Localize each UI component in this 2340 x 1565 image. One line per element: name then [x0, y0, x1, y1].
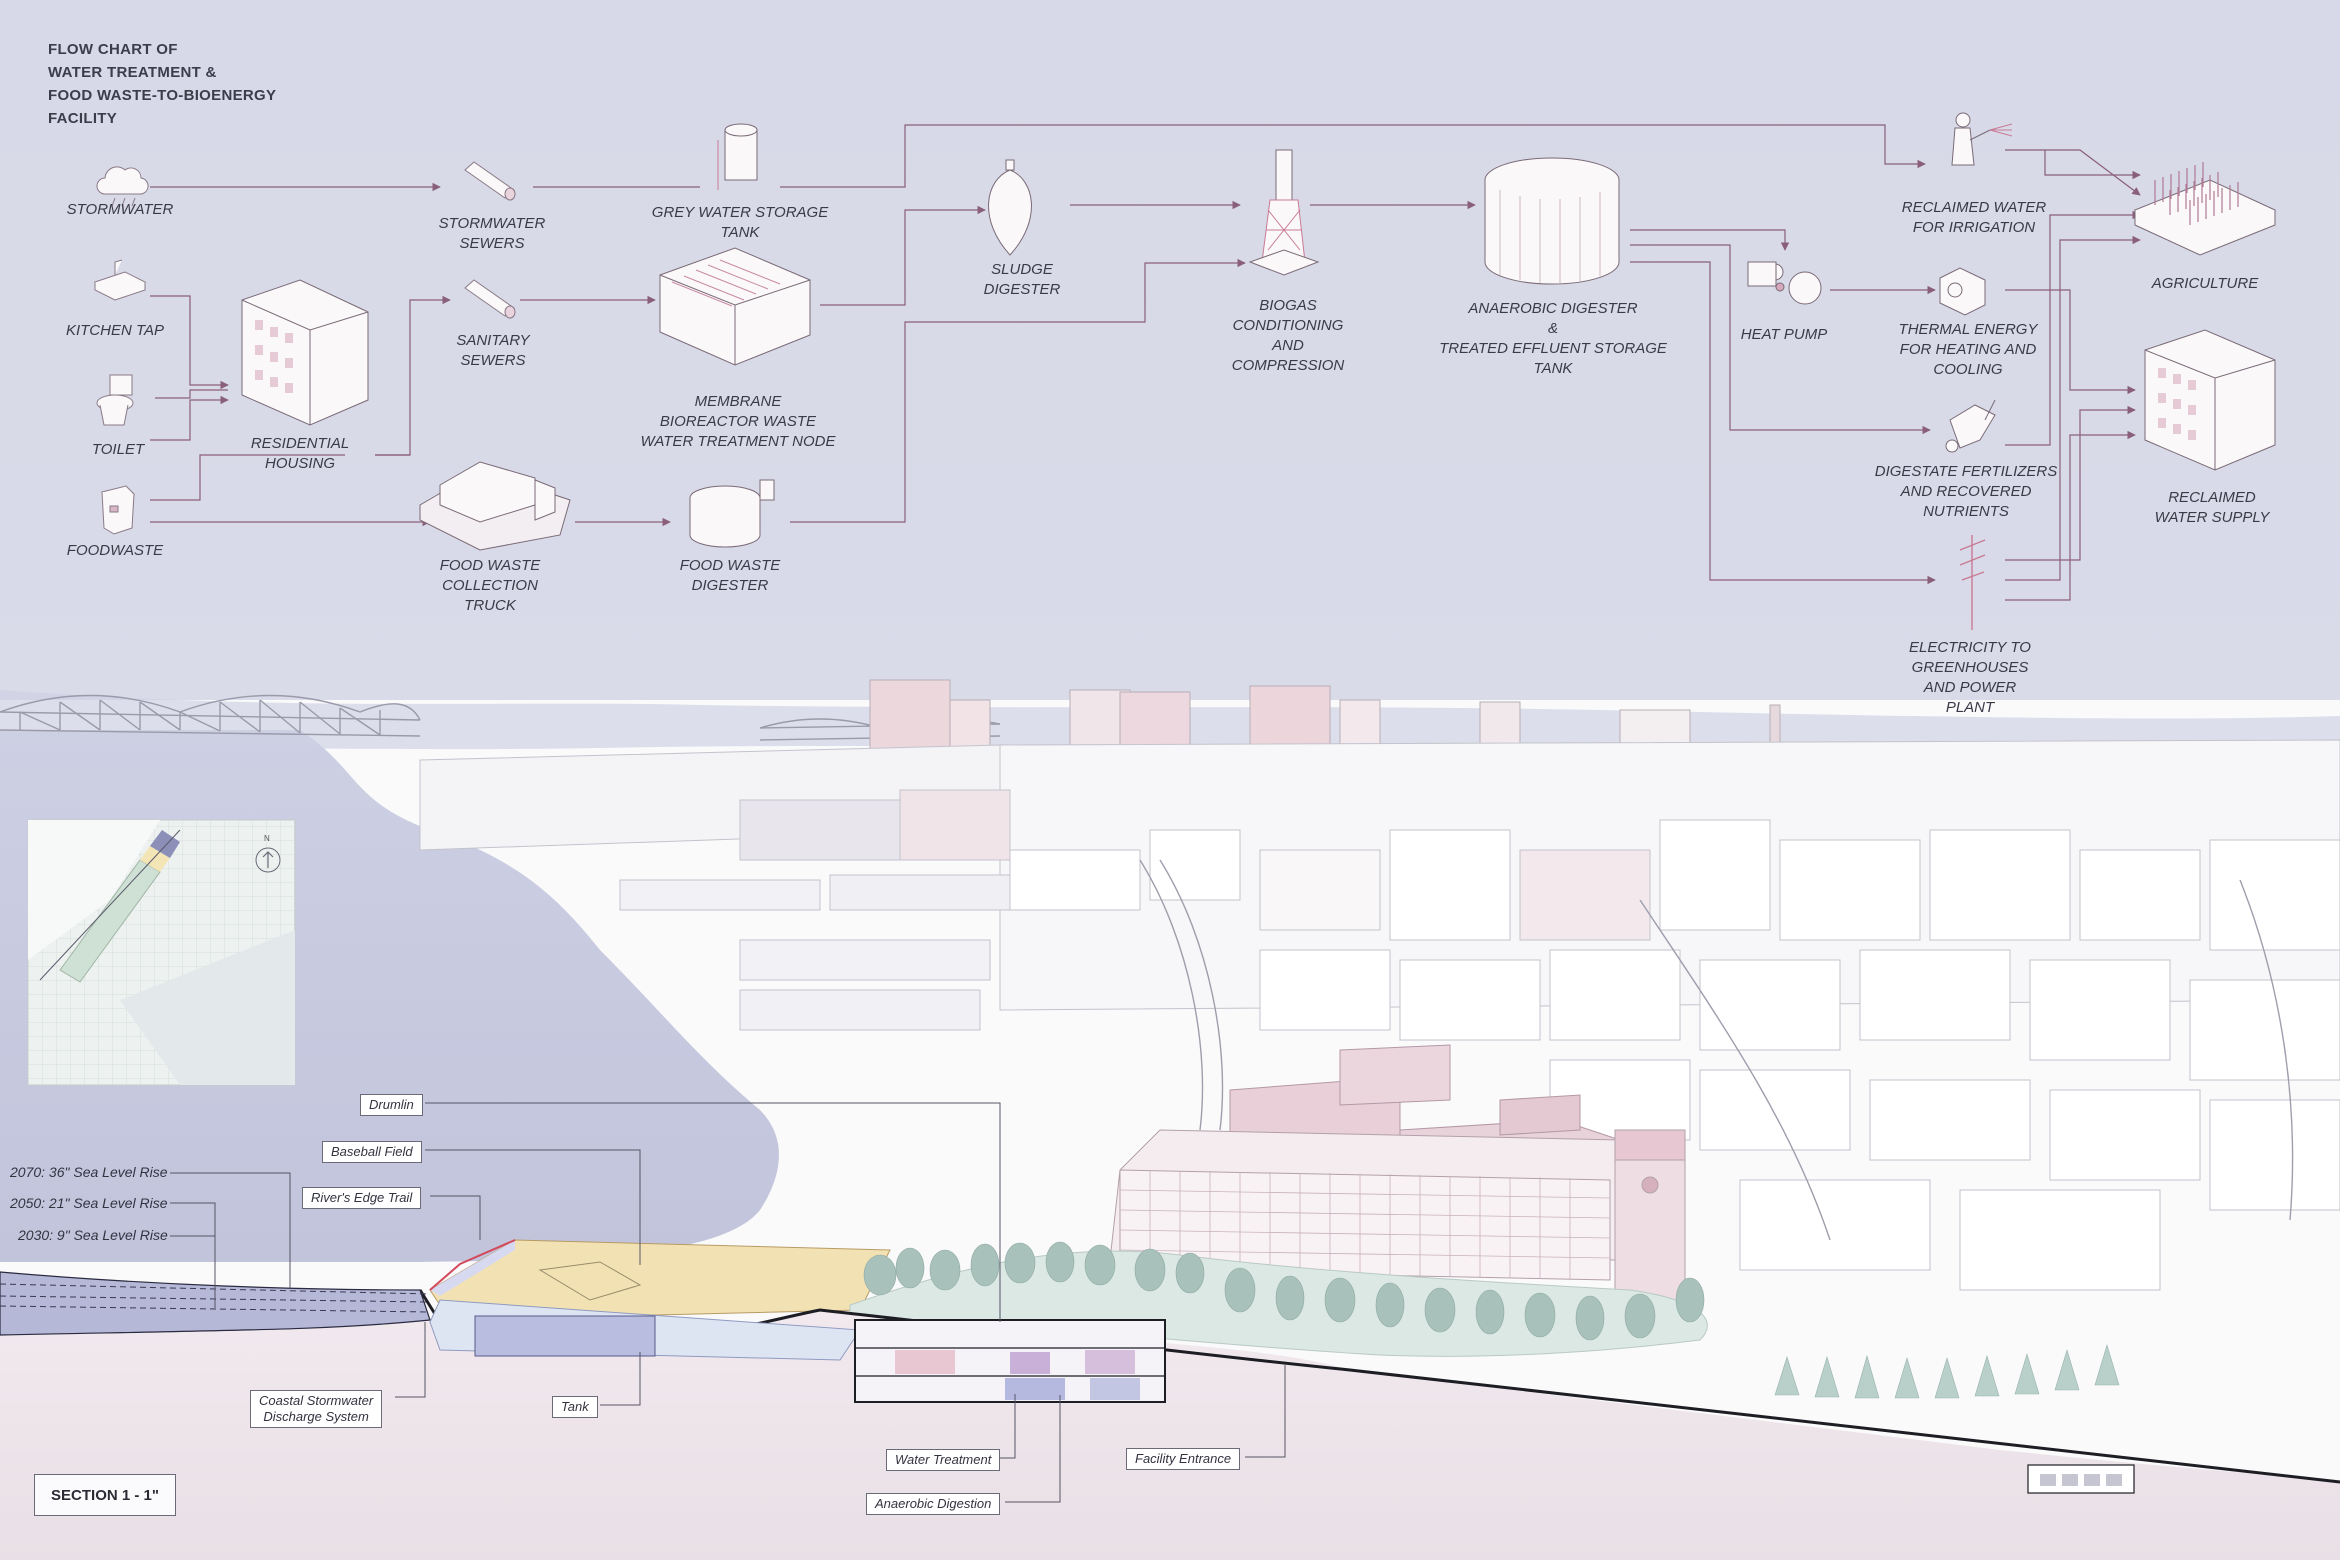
waste-bin-icon [102, 486, 134, 534]
callout-facility-entrance: Facility Entrance [1126, 1448, 1240, 1470]
diagram-title: FLOW CHART OF WATER TREATMENT & FOOD WAS… [48, 38, 276, 130]
section-label: SECTION 1 - 1" [34, 1474, 176, 1516]
callout-tank: Tank [552, 1396, 598, 1418]
label-reclaimed-irrigation: RECLAIMED WATER FOR IRRIGATION [1902, 198, 2046, 238]
label-thermal-energy: THERMAL ENERGY FOR HEATING AND COOLING [1899, 320, 2038, 380]
label-grey-water-tank: GREY WATER STORAGE TANK [652, 203, 828, 243]
label-stormwater-sewers: STORMWATER SEWERS [439, 214, 546, 254]
north-label: N [264, 834, 270, 843]
label-food-waste-digester: FOOD WASTE DIGESTER [680, 556, 781, 596]
sea-level-2050-label: 2050: 21" Sea Level Rise [10, 1195, 168, 1211]
callout-water-treatment: Water Treatment [886, 1449, 1000, 1471]
label-stormwater: STORMWATER [67, 200, 174, 220]
label-heat-pump: HEAT PUMP [1741, 325, 1827, 345]
label-reclaimed-supply: RECLAIMED WATER SUPPLY [2155, 488, 2270, 528]
title-line-3: FOOD WASTE-TO-BIOENERGY [48, 84, 276, 107]
callout-coastal-stormwater: Coastal Stormwater Discharge System [250, 1390, 382, 1428]
label-foodwaste: FOODWASTE [67, 541, 163, 561]
label-residential-housing: RESIDENTIAL HOUSING [251, 434, 349, 474]
callout-baseball-field: Baseball Field [322, 1141, 422, 1163]
label-biogas: BIOGAS CONDITIONING AND COMPRESSION [1232, 296, 1345, 376]
callout-rivers-edge-trail: River's Edge Trail [302, 1187, 421, 1209]
title-line-2: WATER TREATMENT & [48, 61, 276, 84]
large-tank-icon [1485, 158, 1619, 284]
label-membrane-bioreactor: MEMBRANE BIOREACTOR WASTE WATER TREATMEN… [641, 392, 836, 452]
key-map [28, 820, 295, 1085]
label-agriculture: AGRICULTURE [2152, 274, 2258, 294]
label-digestate: DIGESTATE FERTILIZERS AND RECOVERED NUTR… [1875, 462, 2058, 522]
label-food-waste-truck: FOOD WASTE COLLECTION TRUCK [440, 556, 541, 616]
facility-entrance-graphic [2028, 1465, 2134, 1493]
callout-drumlin: Drumlin [360, 1094, 423, 1116]
label-sludge-digester: SLUDGE DIGESTER [984, 260, 1061, 300]
sea-level-2030-label: 2030: 9" Sea Level Rise [18, 1227, 168, 1243]
sea-level-2070-label: 2070: 36" Sea Level Rise [10, 1164, 168, 1180]
label-sanitary-sewers: SANITARY SEWERS [456, 331, 529, 371]
label-anaerobic-digester: ANAEROBIC DIGESTER & TREATED EFFLUENT ST… [1439, 299, 1667, 379]
callout-anaerobic-digestion: Anaerobic Digestion [866, 1493, 1000, 1515]
title-line-1: FLOW CHART OF [48, 38, 276, 61]
title-line-4: FACILITY [48, 107, 276, 130]
label-electricity: ELECTRICITY TO GREENHOUSES AND POWER PLA… [1909, 638, 2031, 718]
label-kitchen-tap: KITCHEN TAP [66, 321, 164, 341]
label-toilet: TOILET [92, 440, 144, 460]
